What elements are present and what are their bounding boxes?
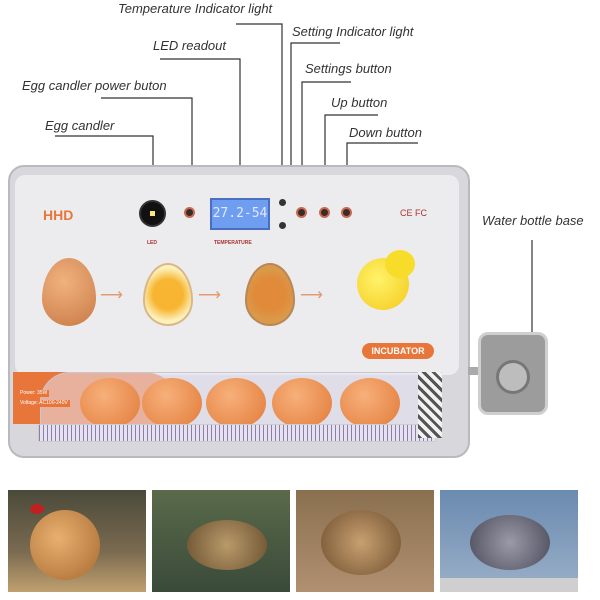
temperature-indicator-light [279, 199, 286, 206]
callout-egg-candler-power-button: Egg candler power buton [22, 78, 167, 93]
callout-egg-candler: Egg candler [45, 118, 115, 133]
incubator-badge: INCUBATOR [362, 343, 434, 359]
egg-stage-3 [245, 263, 295, 326]
callout-temperature-indicator-light: Temperature Indicator light [118, 1, 273, 16]
leader-temperature-light [236, 23, 283, 200]
callout-down-button: Down button [349, 125, 422, 140]
photo-chicken [8, 490, 146, 592]
up-button[interactable] [319, 207, 330, 218]
brand-logo: HHD [43, 207, 74, 223]
temperature-label: TEMPERATURE [214, 240, 252, 246]
led-label: LED [147, 240, 157, 246]
egg-stage-2 [143, 263, 193, 326]
arrow-icon: ⟶ [300, 287, 323, 304]
water-bottle-base[interactable] [478, 332, 548, 415]
chick-head [385, 250, 415, 278]
vent-grille [418, 372, 442, 438]
setting-indicator-light [279, 222, 286, 229]
callout-settings-button: Settings button [305, 61, 392, 76]
power-spec: Power: 35W [18, 390, 50, 397]
tray-rail [38, 424, 436, 442]
down-button[interactable] [341, 207, 352, 218]
voltage-spec: Voltage: AC100-240V [18, 400, 70, 407]
tray-egg [206, 378, 266, 428]
tray-egg [80, 378, 140, 428]
egg-stage-1 [42, 258, 96, 326]
settings-button[interactable] [296, 207, 307, 218]
water-pipe [468, 367, 482, 375]
photo-quail [296, 490, 434, 592]
callout-water-bottle-base: Water bottle base [482, 213, 584, 228]
egg-candler-light[interactable] [139, 200, 166, 227]
callout-led-readout: LED readout [153, 38, 226, 53]
photo-pigeon [440, 490, 578, 592]
tray-egg [142, 378, 202, 428]
tray-egg [272, 378, 332, 428]
leader-led-readout [160, 58, 241, 198]
egg-candler-power-button[interactable] [184, 207, 195, 218]
led-readout: 27.2-54 [210, 198, 270, 230]
tray-egg [340, 378, 400, 428]
arrow-icon: ⟶ [198, 287, 221, 304]
arrow-icon: ⟶ [100, 287, 123, 304]
callout-setting-indicator-light: Setting Indicator light [292, 24, 414, 39]
water-outlet-icon [496, 360, 530, 394]
certification-marks: CE FC [400, 208, 427, 218]
photo-duck [152, 490, 290, 592]
callout-up-button: Up button [331, 95, 388, 110]
